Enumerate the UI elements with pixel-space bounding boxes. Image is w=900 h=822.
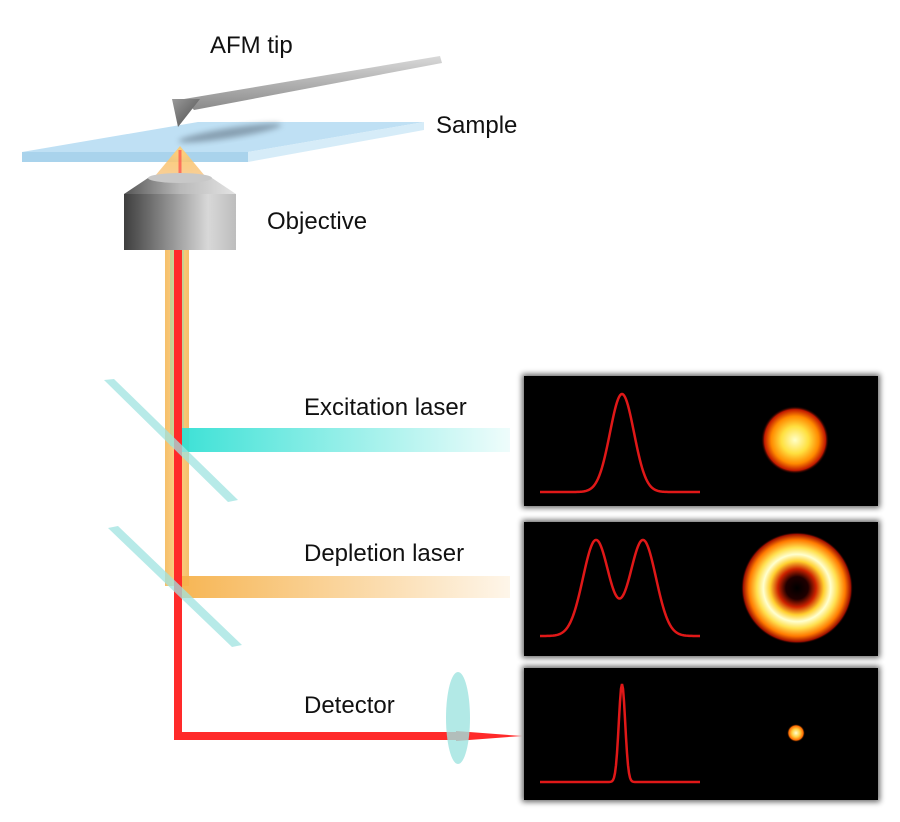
excitation-beam bbox=[182, 428, 510, 452]
detection-beam bbox=[174, 250, 522, 741]
afm-tip-label: AFM tip bbox=[210, 32, 293, 59]
sample-label: Sample bbox=[436, 112, 518, 139]
depletion-laser-label: Depletion laser bbox=[304, 540, 465, 567]
dichroic-mirror-depletion bbox=[108, 526, 242, 647]
detector-lens bbox=[446, 672, 470, 764]
sample-slide bbox=[22, 122, 424, 162]
excitation-profile-curve bbox=[540, 392, 700, 494]
objective-label: Objective bbox=[267, 208, 368, 235]
depletion-donut-spot bbox=[741, 532, 853, 644]
dichroic-mirror-excitation bbox=[104, 379, 238, 502]
panel-detection bbox=[522, 666, 880, 802]
depletion-profile-curve bbox=[540, 538, 700, 638]
detection-spot bbox=[787, 724, 805, 742]
tip-shadow bbox=[178, 123, 282, 143]
afm-tip bbox=[172, 56, 442, 127]
excitation-laser-label: Excitation laser bbox=[304, 394, 467, 421]
depletion-beam bbox=[182, 576, 510, 598]
detector-label: Detector bbox=[304, 692, 395, 719]
objective bbox=[124, 173, 236, 250]
excitation-spot bbox=[761, 406, 829, 474]
detection-profile-curve bbox=[540, 683, 700, 784]
